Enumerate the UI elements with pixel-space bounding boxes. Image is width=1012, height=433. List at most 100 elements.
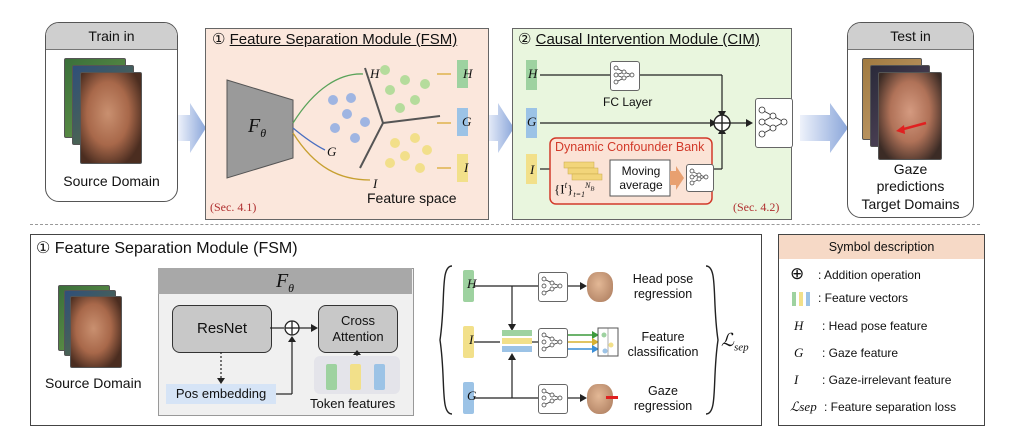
cim-label-h: H: [528, 66, 538, 81]
cim-h-bar: [526, 60, 537, 90]
token-features-label: Token features: [310, 396, 396, 411]
branch-g: [292, 127, 326, 151]
cim-number: ②: [518, 31, 532, 48]
bank-set-label: {It}t=1NB: [554, 180, 595, 199]
moving-average-box: [609, 159, 671, 197]
detail-h-bar: [463, 270, 474, 302]
fc-layer-glyph: [613, 65, 635, 85]
cim-output-nn-glyph: [758, 106, 788, 138]
section-divider: [30, 224, 980, 225]
train-in-box: Train in Source Domain: [45, 22, 178, 202]
fsm-i-bar: [457, 154, 468, 182]
f-theta-label: Fθ: [248, 115, 267, 140]
blue-dots: [328, 93, 370, 143]
symbol-row-loss: ℒsep: Feature separation loss: [790, 399, 957, 414]
fsm-number: ①: [212, 31, 226, 48]
test-in-box: Test in Gaze predictions Target Domains: [847, 22, 974, 218]
gaze-red-arrow: [606, 396, 618, 399]
detail-g-bar: [463, 382, 474, 414]
fsm-sec-ref: (Sec. 4.1): [210, 200, 257, 214]
symbol-header: Symbol description: [779, 235, 984, 259]
train-face-front: [80, 72, 142, 164]
detail-i-bar: [463, 326, 474, 358]
fsm-bar-g-label: G: [462, 114, 472, 129]
symbol-row-g: G: Gaze feature: [794, 345, 899, 360]
gaze-reg-label: Gaze regression: [633, 384, 693, 413]
cim-i-bar: [526, 154, 537, 184]
bank-nn-glyph: [689, 168, 709, 186]
cim-g-bar: [526, 108, 537, 138]
detail-label-g: G: [467, 388, 477, 403]
detail-face-front: [70, 296, 122, 368]
cim-sec-ref: (Sec. 4.2): [733, 200, 780, 214]
arrow-cim-to-test: [800, 103, 848, 153]
divider-2: [382, 115, 441, 124]
gaze-arrow-icon: [896, 121, 927, 134]
bank-arrow: [670, 166, 684, 190]
head-pose-label: Head pose regression: [632, 272, 694, 301]
fsm-diagram: [226, 60, 468, 182]
fsm-g-bar: [457, 108, 468, 136]
detail-f-theta-header: Fθ: [158, 268, 412, 295]
fsm-label-i: I: [373, 176, 378, 191]
detail-label-h: H: [467, 276, 477, 291]
symbol-row-i: I: Gaze-irrelevant feature: [794, 372, 952, 387]
detail-source-caption: Source Domain: [45, 375, 142, 391]
fc-layer-label: FC Layer: [603, 95, 653, 109]
fsm-bar-i-label: I: [464, 160, 469, 175]
train-in-header: Train in: [46, 23, 177, 50]
fsm-title-text: Feature Separation Module (FSM): [229, 31, 458, 48]
test-in-header: Test in: [848, 23, 973, 50]
head-pose-face-icon: [587, 272, 613, 302]
test-face-front: [878, 72, 942, 160]
green-dots: [380, 65, 430, 113]
fsm-bar-h-label: H: [463, 66, 473, 81]
test-caption-2: Target Domains: [861, 196, 960, 212]
feature-cls-label: Feature classification: [627, 330, 699, 359]
arrow-fsm-to-cim: [486, 103, 514, 153]
feature-space-label: Feature space: [367, 190, 457, 206]
cross-attention-box: Cross Attention: [318, 305, 398, 353]
dot-arrows: [437, 73, 451, 169]
arrow-train-to-fsm: [178, 103, 206, 153]
divider-3: [359, 122, 384, 169]
cim-label-g: G: [527, 114, 537, 129]
fsm-label-h: H: [370, 66, 380, 81]
detail-nn-glyphs: [541, 276, 563, 408]
fsm-detail-title: ① Feature Separation Module (FSM): [36, 238, 298, 258]
left-brace: [439, 265, 453, 415]
symbol-panel: [778, 234, 985, 426]
cim-label-i: I: [530, 162, 535, 177]
symbol-row-vectors: : Feature vectors: [790, 291, 908, 306]
fsm-panel-title: ① Feature Separation Module (FSM): [212, 30, 457, 48]
fsm-label-g: G: [327, 144, 337, 159]
pos-embedding-box: Pos embedding: [166, 384, 276, 404]
fsm-detail-title-text: Feature Separation Module (FSM): [54, 240, 298, 257]
bank-stack-3: [571, 173, 603, 181]
fsm-detail-number: ①: [36, 240, 51, 257]
concat-green: [502, 330, 532, 336]
cim-diagram: [526, 60, 753, 205]
concat-yellow: [502, 338, 532, 344]
concat-blue: [502, 346, 532, 352]
branch-h: [292, 73, 364, 124]
divider-1: [364, 67, 384, 124]
token-yellow: [350, 364, 361, 390]
symbol-row-add: ⊕: Addition operation: [790, 264, 921, 283]
moving-average-label: Moving average: [619, 164, 663, 192]
loss-sep-label: ℒsep: [721, 330, 749, 354]
detail-label-i: I: [469, 332, 474, 347]
train-caption: Source Domain: [63, 173, 160, 189]
yellow-dots: [385, 133, 432, 173]
gaze-face-icon: [587, 384, 613, 414]
token-green: [326, 364, 337, 390]
fsm-h-bar: [457, 60, 468, 88]
bank-title: Dynamic Confounder Bank: [555, 140, 705, 154]
symbol-row-h: H: Head pose feature: [794, 318, 928, 333]
token-blue: [374, 364, 385, 390]
right-brace: [705, 265, 719, 415]
branch-i: [292, 132, 371, 181]
resnet-box: ResNet: [172, 305, 272, 353]
add-op-icon: ⊕: [790, 264, 805, 283]
